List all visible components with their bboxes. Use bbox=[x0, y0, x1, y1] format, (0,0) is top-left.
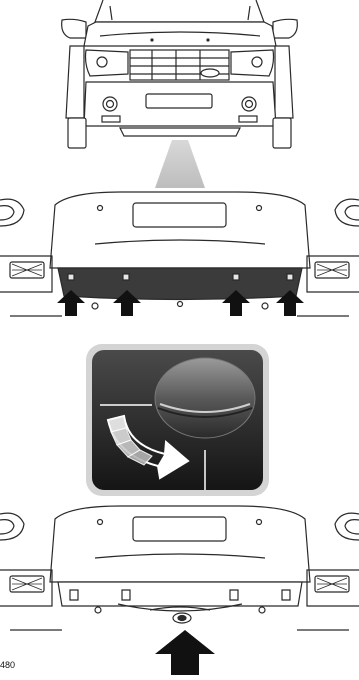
arrow-up-towing-eye bbox=[155, 630, 215, 675]
left-fender bbox=[66, 46, 84, 118]
right-wheel bbox=[273, 118, 291, 148]
clip-rotation-detail bbox=[86, 344, 269, 496]
vehicle-front-view bbox=[62, 0, 298, 148]
windscreen bbox=[95, 0, 264, 22]
clip-3 bbox=[233, 274, 239, 280]
clip-dome bbox=[155, 358, 255, 438]
bumper-cover-removal-clips bbox=[0, 192, 359, 316]
plate-recess bbox=[133, 203, 226, 227]
left-mirror bbox=[62, 19, 86, 38]
bonnet bbox=[84, 22, 276, 46]
clip-1 bbox=[68, 274, 74, 280]
right-arch-lower bbox=[335, 513, 359, 540]
bumper-towing-eye-access bbox=[0, 506, 359, 630]
clip-2 bbox=[123, 274, 129, 280]
left-arch bbox=[0, 199, 24, 226]
zoom-beam bbox=[155, 140, 205, 188]
left-arch-lower bbox=[0, 513, 24, 540]
right-mirror bbox=[273, 19, 297, 38]
left-wheel bbox=[68, 118, 86, 148]
number-plate bbox=[146, 94, 212, 108]
right-arch bbox=[335, 199, 359, 226]
figure-reference-number: 480 bbox=[0, 660, 15, 670]
bumper-cover-strip bbox=[58, 268, 302, 300]
right-fender bbox=[275, 46, 293, 118]
plate-recess-lower bbox=[133, 517, 226, 541]
badge bbox=[201, 69, 219, 77]
clip-4 bbox=[287, 274, 293, 280]
